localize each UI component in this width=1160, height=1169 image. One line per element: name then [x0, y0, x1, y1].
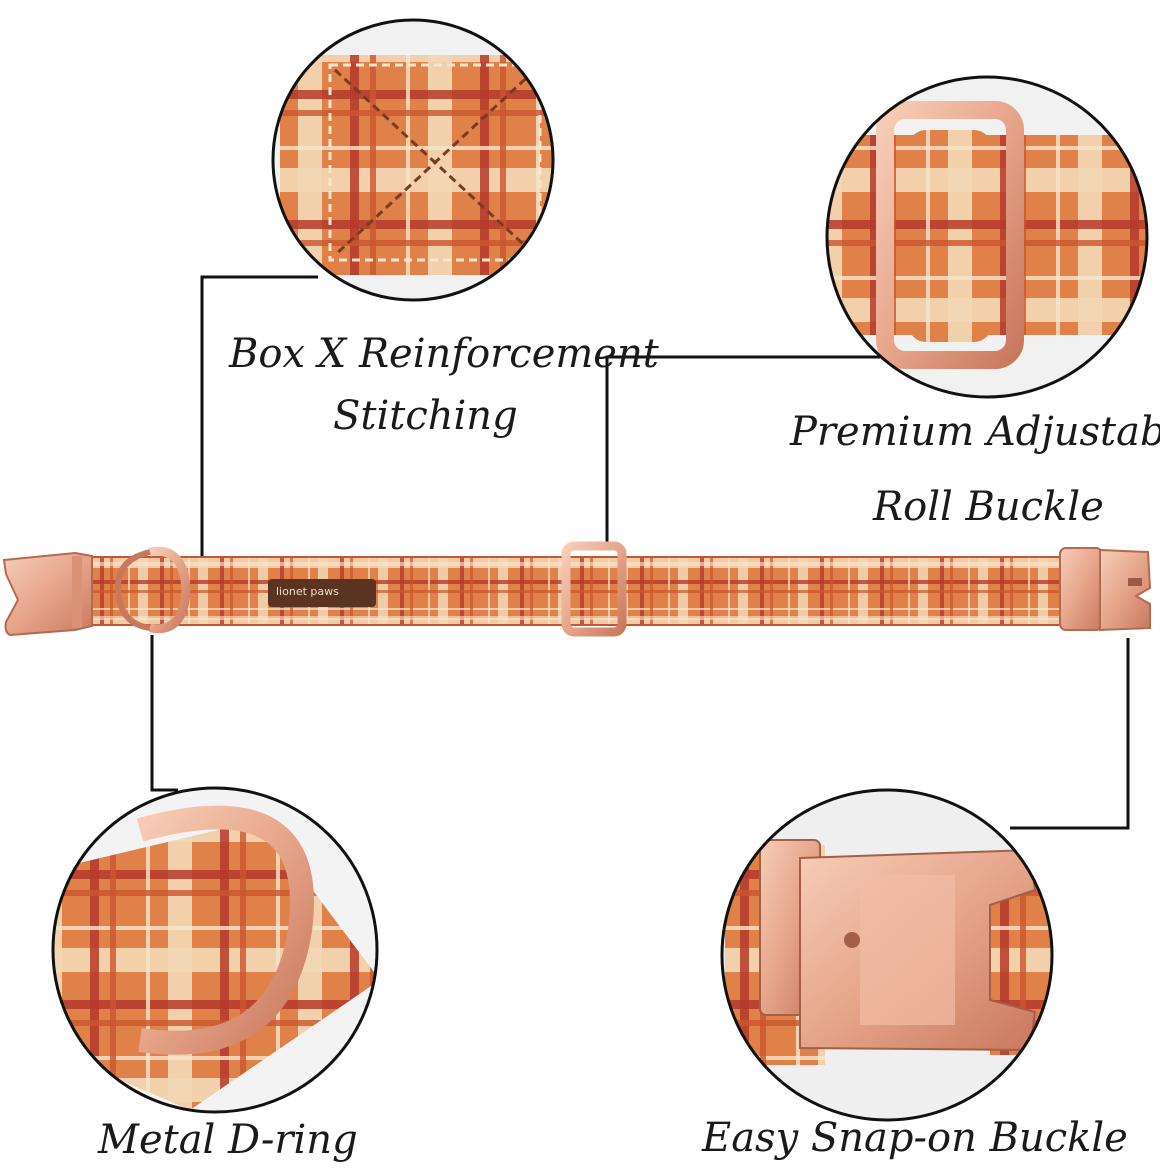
- connector-d-ring: [150, 635, 178, 792]
- connector-roll-buckle: [605, 355, 880, 542]
- slider-buckle: [561, 541, 627, 637]
- right-snap-buckle: [1059, 547, 1152, 632]
- label-snap-buckle: Easy Snap-on Buckle: [702, 1115, 1128, 1161]
- label-buckle-line1: Premium Adjustable: [790, 409, 1160, 455]
- detail-d-ring: [51, 786, 379, 1114]
- label-stitching-line2: Stitching: [333, 393, 518, 439]
- detail-roll-buckle: [825, 75, 1149, 399]
- brand-tag-text: lionet paws: [276, 585, 339, 598]
- d-ring: [114, 546, 191, 634]
- detail-stitching: [271, 18, 555, 302]
- left-snap-buckle: [2, 551, 93, 637]
- detail-snap-buckle: [720, 788, 1054, 1122]
- collar-webbing: [77, 556, 1099, 626]
- connector-stitching: [200, 275, 318, 562]
- collar-strap: [77, 556, 1099, 626]
- connector-lines: [150, 275, 1130, 830]
- connector-snap-buckle: [1010, 638, 1130, 830]
- label-d-ring: Metal D-ring: [98, 1117, 358, 1163]
- label-stitching-line1: Box X Reinforcement: [229, 331, 659, 377]
- brand-tag: [268, 579, 376, 607]
- label-buckle-line2: Roll Buckle: [873, 484, 1104, 530]
